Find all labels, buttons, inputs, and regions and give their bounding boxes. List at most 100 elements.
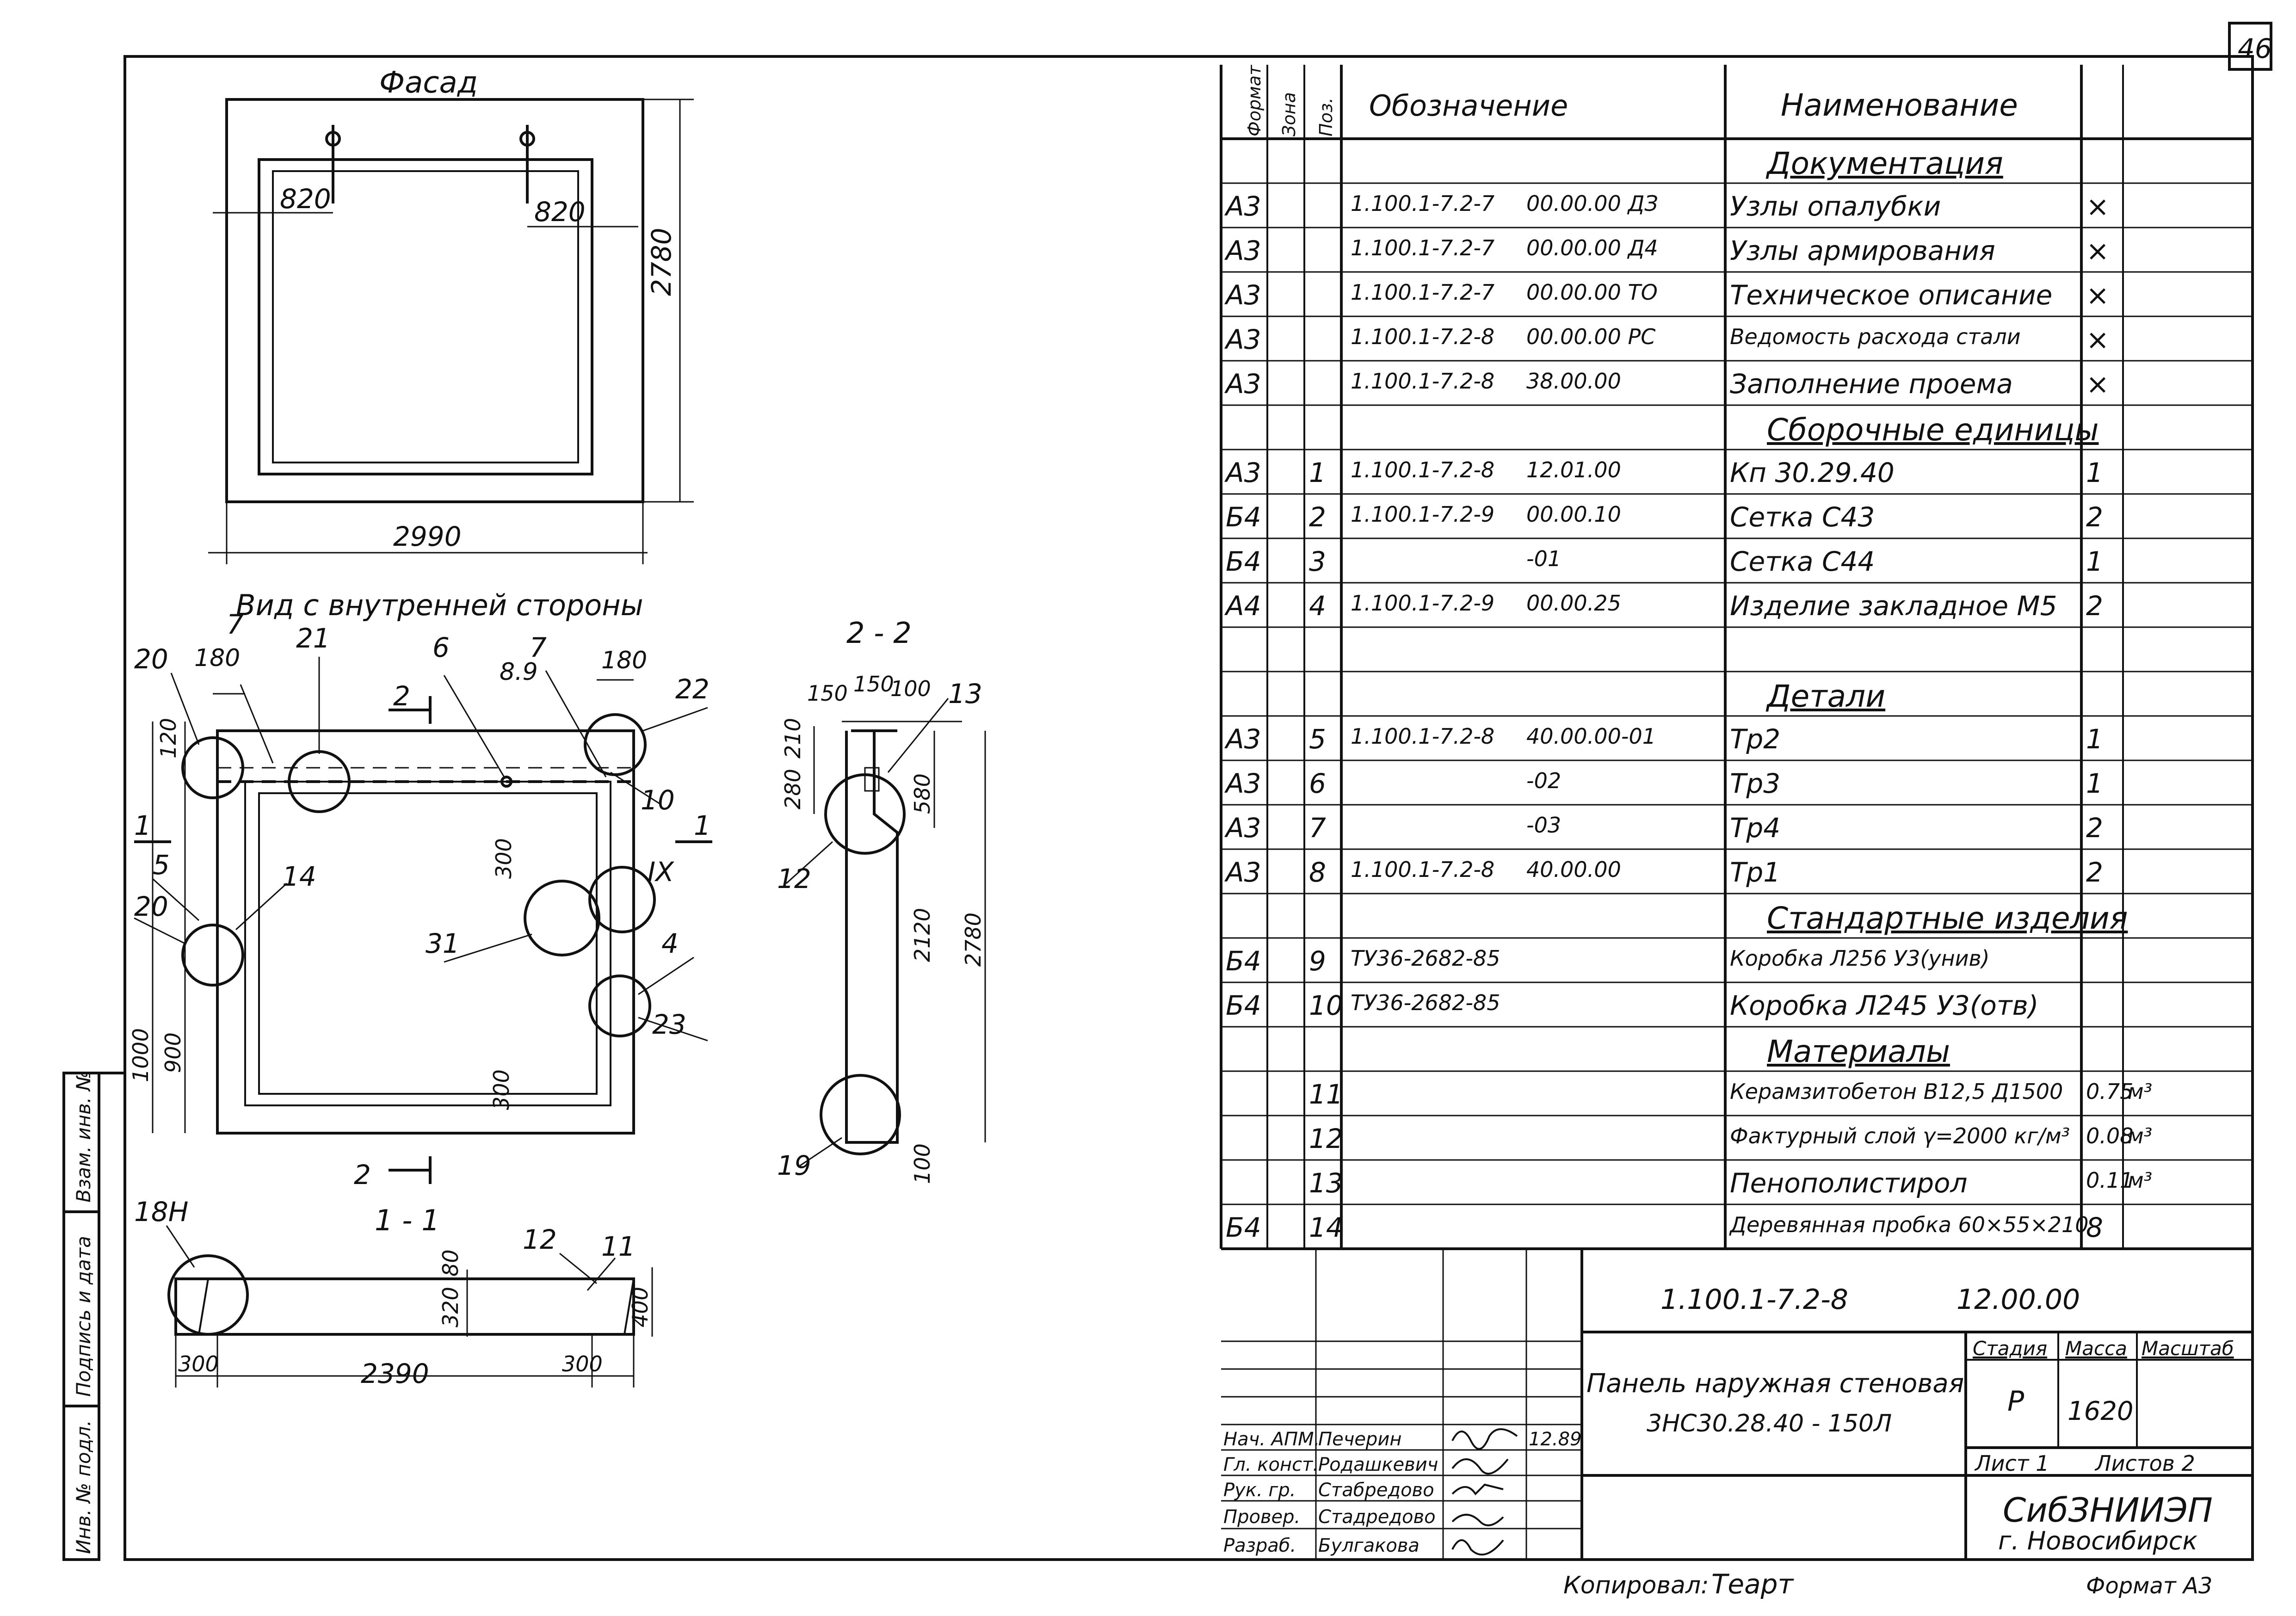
section-mark-2-bottom: 2 [354, 1159, 371, 1190]
section-2-2-dim: 150 [807, 681, 848, 706]
sig-name: Родашкевич [1318, 1454, 1438, 1475]
spec-cell-name: Детали [1767, 678, 1886, 715]
spec-cell-designation: 1.100.1-7.2-7 [1351, 191, 1495, 216]
section-1-1-dim: 300 [178, 1351, 219, 1376]
spec-cell-qty: 0.08 [2086, 1123, 2134, 1149]
spec-cell-code: 12.01.00 [1526, 457, 1621, 483]
spec-cell-code: 00.00.25 [1526, 591, 1621, 616]
spec-cell-format: А3 [1226, 324, 1261, 356]
inner-dim: 8.9 [500, 658, 538, 686]
spec-cell-name: Сборочные единицы [1767, 412, 2099, 448]
spec-cell-format: А4 [1226, 590, 1261, 622]
inner-callout: 21 [296, 623, 330, 654]
header-name: Наименование [1781, 87, 2018, 123]
section-2-2-callout: 13 [948, 678, 982, 709]
spec-cell-code: -01 [1526, 546, 1562, 572]
product-title: Панель наружная стеновая [1586, 1369, 1964, 1399]
spec-cell-qty: × [2086, 368, 2110, 401]
spec-cell-pos: 8 [1309, 857, 1326, 888]
section-1-1-dim: 80 [438, 1249, 463, 1277]
spec-cell-qty: 2 [2086, 501, 2103, 533]
section-mark-1-right: 1 [694, 810, 711, 841]
spec-cell-designation: 1.100.1-7.2-8 [1351, 857, 1495, 882]
header-pos: Поз. [1316, 98, 1336, 136]
strip-label-inv: Инв. № подл. [72, 1420, 95, 1554]
copied-by-label: Копировал: [1563, 1572, 1709, 1599]
spec-cell-pos: 4 [1309, 590, 1326, 622]
spec-cell-name: Коробка Л245 У3(отв) [1730, 990, 2039, 1022]
section-1-1-dim: 400 [628, 1287, 653, 1327]
spec-cell-unit: м³ [2128, 1123, 2153, 1149]
spec-cell-designation: 1.100.1-7.2-8 [1351, 724, 1495, 749]
spec-cell-name: Ведомость расхода стали [1730, 324, 2021, 350]
spec-cell-qty: 2 [2086, 590, 2103, 622]
facade-view [208, 98, 694, 564]
spec-cell-designation: 1.100.1-7.2-7 [1351, 235, 1495, 261]
spec-cell-unit: м³ [2128, 1168, 2153, 1193]
sheet-label: Лист 1 [1974, 1451, 2049, 1476]
signature-rows: Нач. АПМ. Печерин 12.89 Гл. конст. Родаш… [1223, 1429, 1582, 1556]
section-2-2 [785, 698, 986, 1166]
spec-cell-code: 00.00.00 РС [1526, 324, 1656, 350]
facade-title: Фасад [379, 66, 478, 100]
sig-date: 12.89 [1529, 1429, 1582, 1450]
spec-cell-qty: 1 [2086, 723, 2103, 755]
inner-callout: 4 [661, 928, 679, 959]
spec-cell-pos: 9 [1309, 945, 1326, 977]
spec-cell-qty: 0.75 [2086, 1079, 2134, 1104]
spec-cell-code: 00.00.00 Д4 [1526, 235, 1658, 261]
inner-callout: 23 [652, 1009, 686, 1040]
spec-cell-qty: 8 [2086, 1212, 2103, 1244]
spec-cell-format: Б4 [1226, 990, 1261, 1022]
inner-dim: 120 [156, 718, 181, 759]
section-2-2-dim: 2120 [910, 908, 935, 962]
section-1-1-dim: 300 [562, 1351, 603, 1376]
doc-number: 1.100.1-7.2-8 [1660, 1283, 1848, 1316]
inner-callout: 7 [530, 632, 547, 663]
spec-cell-name: Изделие закладное М5 [1730, 590, 2057, 622]
inner-callout: 20 [134, 891, 168, 922]
strip-label-sign: Подпись и дата [72, 1236, 95, 1397]
spec-cell-code: -02 [1526, 768, 1562, 794]
format-label: Формат А3 [2086, 1573, 2212, 1599]
spec-cell-name: Фактурный слой γ=2000 кг/м³ [1730, 1123, 2070, 1149]
spec-cell-name: Керамзитобетон В12,5 Д1500 [1730, 1079, 2063, 1104]
spec-cell-format: А3 [1226, 857, 1261, 888]
section-1-1 [166, 1225, 653, 1388]
inner-callout: IX [648, 856, 674, 888]
inner-callout: 10 [641, 784, 675, 816]
spec-cell-qty: × [2086, 279, 2110, 312]
page-number: 46 [2238, 33, 2272, 64]
spec-cell-format: А3 [1226, 279, 1261, 311]
inner-view [134, 657, 712, 1184]
inner-callout: 31 [426, 928, 460, 959]
inner-callout: 22 [675, 673, 710, 705]
section-mark-1-left: 1 [134, 810, 151, 841]
spec-cell-designation: ТУ36-2682-85 [1351, 946, 1500, 971]
spec-cell-format: А3 [1226, 723, 1261, 755]
spec-cell-format: А3 [1226, 768, 1261, 800]
section-2-2-title: 2 - 2 [846, 616, 912, 650]
spec-cell-pos: 13 [1309, 1167, 1343, 1199]
section-1-1-callout: 12 [523, 1224, 557, 1255]
spec-cell-pos: 14 [1309, 1212, 1343, 1244]
copied-by-signature: Теарт [1711, 1568, 1794, 1600]
spec-cell-code: 00.00.10 [1526, 502, 1621, 527]
spec-table-grid [1220, 65, 2253, 1249]
doc-code: 12.00.00 [1957, 1283, 2080, 1316]
spec-cell-code: 00.00.00 ДЗ [1526, 191, 1658, 216]
inner-callout: 20 [134, 643, 168, 675]
product-mark: 3НС30.28.40 - 150Л [1647, 1410, 1892, 1437]
inner-callout: 7 [227, 609, 244, 640]
spec-cell-qty: × [2086, 191, 2110, 223]
section-2-2-dim: 210 [780, 718, 805, 759]
spec-cell-pos: 5 [1309, 723, 1326, 755]
inner-dim: 180 [194, 644, 240, 672]
inner-dim: 180 [601, 647, 647, 674]
scale-label: Масштаб [2142, 1337, 2234, 1360]
spec-cell-unit: м³ [2128, 1079, 2153, 1104]
spec-cell-designation: 1.100.1-7.2-8 [1351, 457, 1495, 483]
spec-cell-designation: 1.100.1-7.2-8 [1351, 324, 1495, 350]
sheets-label: Листов 2 [2094, 1451, 2195, 1476]
